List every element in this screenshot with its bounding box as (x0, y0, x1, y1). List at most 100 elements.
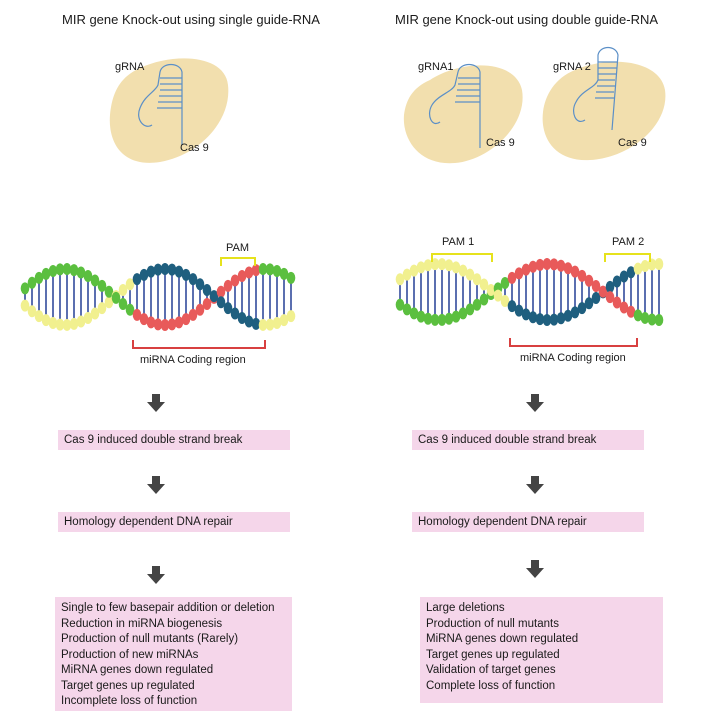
nucleotide-bead (640, 311, 650, 324)
nucleotide-bead (223, 279, 233, 292)
nucleotide-bead (591, 280, 601, 293)
coding-region-bracket-left (132, 340, 266, 349)
nucleotide-bead (181, 313, 191, 326)
nucleotide-bead (507, 300, 517, 313)
nucleotide-bead (521, 263, 531, 276)
nucleotide-bead (535, 313, 545, 326)
nucleotide-bead (251, 317, 261, 330)
nucleotide-bead (167, 263, 177, 276)
nucleotide-bead (90, 307, 100, 320)
list-item: Production of new miRNAs (61, 648, 199, 661)
nucleotide-bead (423, 259, 433, 272)
grna-hairpin-left (138, 63, 183, 145)
nucleotide-bead (584, 297, 594, 310)
coding-region-label-left: miRNA Coding region (140, 354, 246, 366)
pam-bracket-left (220, 257, 256, 266)
nucleotide-bead (230, 307, 240, 320)
nucleotide-bead (549, 258, 559, 271)
nucleotide-bead (139, 313, 149, 326)
nucleotide-bead (563, 262, 573, 275)
nucleotide-bead (286, 271, 296, 284)
nucleotide-bead (451, 310, 461, 323)
list-item: Large deletions (426, 602, 505, 614)
nucleotide-bead (612, 296, 622, 309)
nucleotide-bead (209, 290, 219, 303)
nucleotide-bead (223, 302, 233, 315)
nucleotide-bead (493, 289, 503, 302)
nucleotide-bead (451, 261, 461, 274)
nucleotide-bead (514, 267, 524, 280)
nucleotide-bead (416, 310, 426, 323)
nucleotide-bead (402, 268, 412, 281)
nucleotide-bead (20, 299, 30, 312)
nucleotide-bead (265, 263, 275, 276)
step-dna-repair-right: Homology dependent DNA repair (412, 512, 644, 532)
nucleotide-bead (640, 260, 650, 273)
nucleotide-bead (521, 308, 531, 321)
nucleotide-bead (34, 271, 44, 284)
nucleotide-bead (160, 263, 170, 275)
nucleotide-bead (97, 302, 107, 315)
grna2-hairpin-right (573, 46, 619, 131)
pam-label-left: PAM (226, 242, 250, 254)
nucleotide-bead (479, 293, 489, 306)
nucleotide-bead (654, 258, 664, 271)
nucleotide-bead (626, 266, 636, 279)
nucleotide-bead (34, 310, 44, 323)
nucleotide-bead (62, 318, 72, 331)
nucleotide-bead (626, 305, 636, 318)
pam1-label-right: PAM 1 (442, 236, 475, 248)
nucleotide-bead (409, 264, 419, 277)
pam2-bracket-right (604, 253, 651, 262)
nucleotide-bead (416, 261, 426, 274)
nucleotide-bead (160, 319, 170, 331)
nucleotide-bead (577, 302, 587, 315)
nucleotide-bead (444, 312, 454, 325)
nucleotide-bead (55, 318, 65, 331)
nucleotide-bead (500, 276, 510, 289)
nucleotide-bead (458, 307, 468, 320)
nucleotide-bead (647, 313, 657, 326)
nucleotide-bead (605, 280, 615, 293)
nucleotide-bead (125, 303, 135, 316)
nucleotide-bead (125, 278, 135, 291)
nucleotide-bead (584, 274, 594, 287)
nucleotide-bead (633, 309, 643, 322)
nucleotide-bead (153, 318, 163, 331)
pam1-bracket-right (431, 253, 493, 262)
nucleotide-bead (472, 273, 482, 286)
step-dna-repair-left: Homology dependent DNA repair (58, 512, 290, 532)
nucleotide-bead (202, 284, 212, 297)
nucleotide-bead (272, 264, 282, 277)
nucleotide-bead (251, 264, 261, 277)
arrow-down-icon (147, 476, 165, 494)
nucleotide-bead (41, 314, 51, 327)
nucleotide-bead (556, 312, 566, 325)
nucleotide-bead (167, 318, 177, 331)
arrow-down-icon (147, 394, 165, 412)
nucleotide-bead (69, 317, 79, 330)
list-item: Complete loss of function (426, 679, 556, 692)
nucleotide-bead (139, 268, 149, 281)
nucleotide-bead (479, 278, 489, 291)
nucleotide-bead (216, 296, 226, 309)
nucleotide-bead (146, 316, 156, 329)
nucleotide-bead (76, 266, 86, 279)
list-item: Target genes up regulated (61, 679, 195, 692)
nucleotide-bead (265, 318, 275, 331)
nucleotide-bead (237, 312, 247, 325)
arrow-down-icon (526, 476, 544, 494)
list-item: Production of null mutants (Rarely) (61, 633, 239, 645)
list-item: Target genes up regulated (426, 648, 560, 661)
nucleotide-bead (402, 303, 412, 316)
nucleotide-bead (500, 295, 510, 308)
nucleotide-bead (528, 260, 538, 273)
right-title: MIR gene Knock-out using double guide-RN… (395, 12, 659, 27)
nucleotide-bead (195, 278, 205, 291)
arrow-down-icon (526, 394, 544, 412)
nucleotide-bead (132, 273, 142, 286)
nucleotide-bead (20, 282, 30, 295)
pam2-label-right: PAM 2 (612, 236, 645, 248)
cas9-label-right-2: Cas 9 (618, 137, 647, 149)
nucleotide-bead (97, 279, 107, 292)
